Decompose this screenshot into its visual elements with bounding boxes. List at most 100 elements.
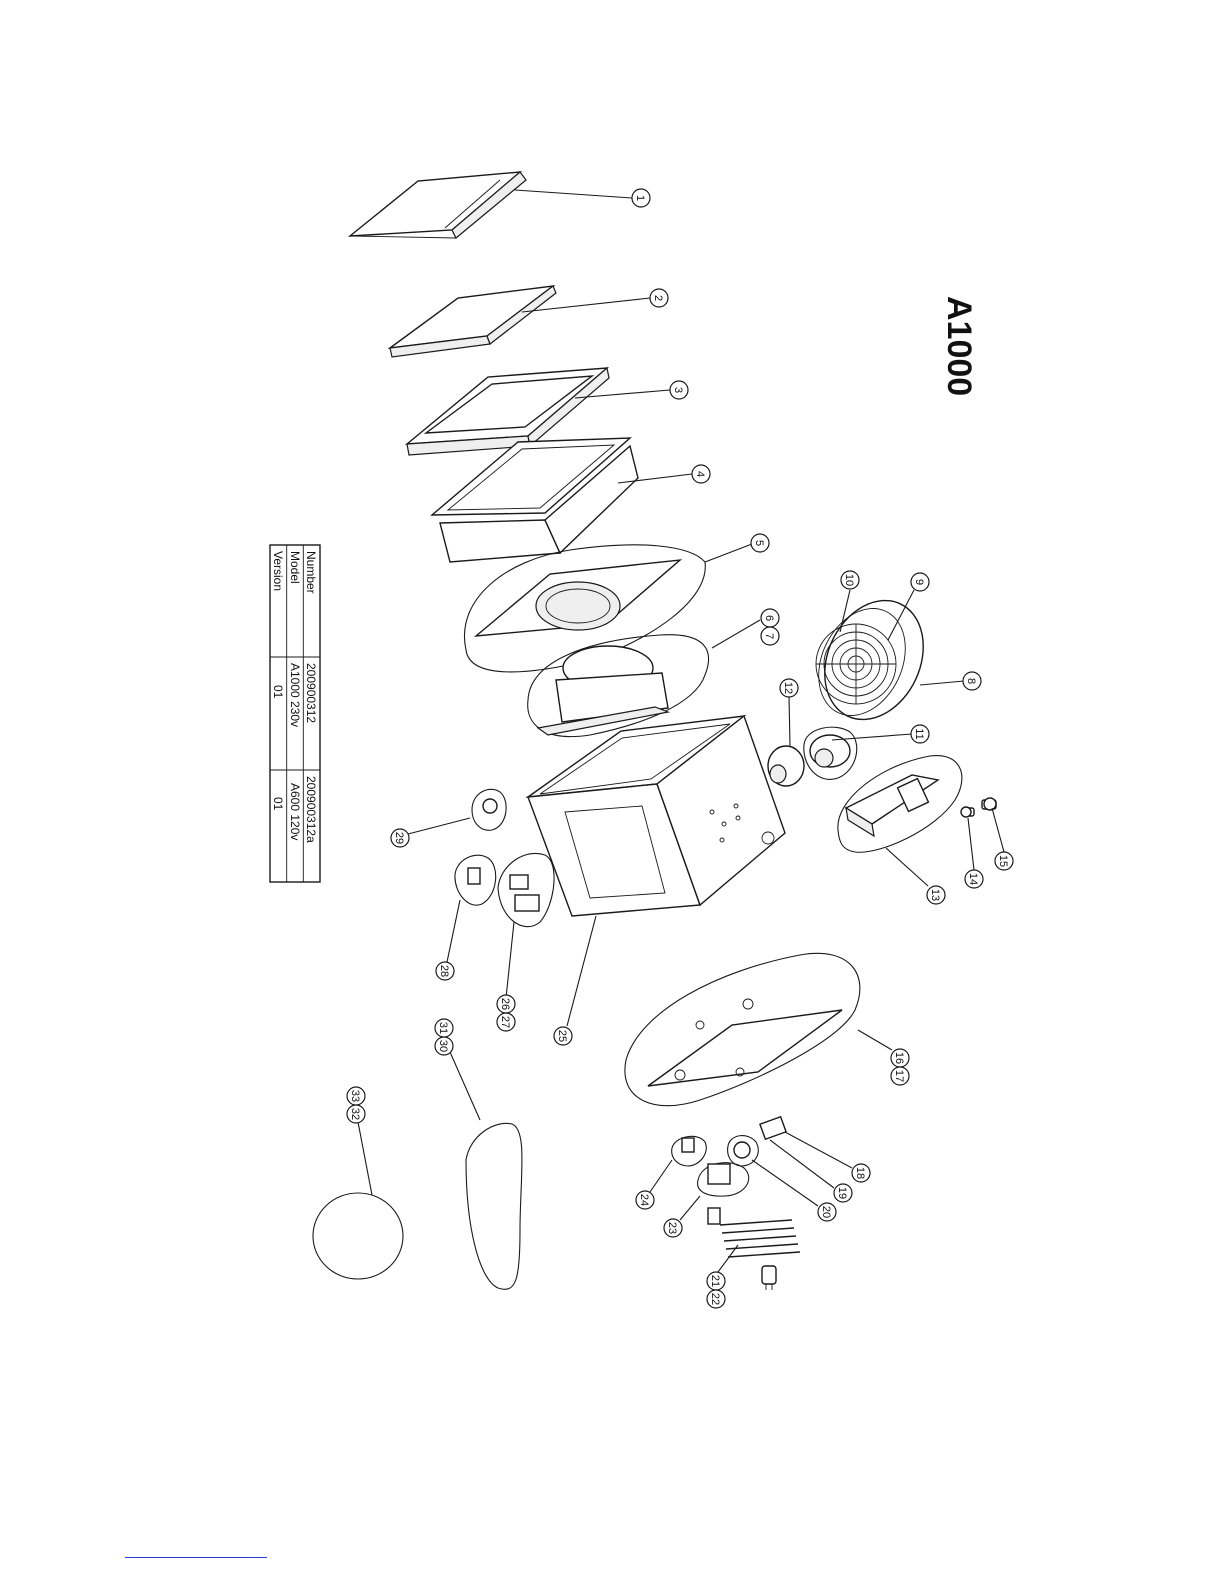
svg-text:6: 6 bbox=[763, 615, 775, 621]
callout-21: 21 bbox=[707, 1272, 725, 1290]
svg-text:10: 10 bbox=[843, 574, 855, 586]
callout-16: 16 bbox=[891, 1049, 909, 1067]
part-26-hinge bbox=[498, 853, 554, 926]
svg-text:14: 14 bbox=[967, 873, 979, 885]
callout-4: 4 bbox=[692, 465, 710, 483]
part-15-fitting bbox=[982, 798, 996, 810]
svg-text:19: 19 bbox=[836, 1187, 848, 1199]
svg-text:2: 2 bbox=[652, 295, 664, 301]
svg-text:13: 13 bbox=[929, 889, 941, 901]
callout-13: 13 bbox=[927, 886, 945, 904]
part-29-knob bbox=[472, 789, 506, 830]
svg-text:30: 30 bbox=[437, 1040, 449, 1052]
part-2-filter-pad bbox=[390, 286, 556, 357]
callout-25: 25 bbox=[554, 1027, 572, 1045]
part-21-heater-element bbox=[720, 1220, 800, 1257]
svg-text:16: 16 bbox=[893, 1052, 905, 1064]
part-11-motor bbox=[804, 727, 857, 779]
callout-28: 28 bbox=[436, 962, 454, 980]
callout-33: 33 bbox=[347, 1087, 365, 1105]
part-12-motor bbox=[768, 746, 804, 786]
callout-14: 14 bbox=[965, 870, 983, 888]
footer-rule bbox=[125, 1557, 267, 1558]
part-18-connector bbox=[760, 1117, 786, 1140]
svg-text:28: 28 bbox=[438, 965, 450, 977]
callout-31: 31 bbox=[435, 1019, 453, 1037]
part-16-base-plate bbox=[625, 953, 860, 1105]
part-23-socket bbox=[698, 1163, 749, 1224]
svg-text:32: 32 bbox=[349, 1108, 361, 1120]
svg-text:12: 12 bbox=[782, 682, 794, 694]
part-22-power-plug bbox=[762, 1266, 776, 1290]
svg-text:26: 26 bbox=[499, 998, 511, 1010]
callout-7: 7 bbox=[761, 627, 779, 645]
callout-26: 26 bbox=[497, 995, 515, 1013]
part-30-gasket bbox=[466, 1123, 522, 1289]
callout-24: 24 bbox=[636, 1191, 654, 1209]
callout-11: 11 bbox=[911, 725, 929, 743]
part-28-latch bbox=[455, 855, 496, 905]
table-cell: 200900312a bbox=[304, 776, 318, 843]
callout-12: 12 bbox=[780, 679, 798, 697]
svg-text:31: 31 bbox=[437, 1022, 449, 1034]
table-cell: 200900312 bbox=[304, 663, 318, 723]
callout-32: 32 bbox=[347, 1105, 365, 1123]
callout-15: 15 bbox=[995, 852, 1013, 870]
callout-1: 1 bbox=[632, 189, 650, 207]
callout-8: 8 bbox=[963, 672, 981, 690]
part-13-bracket bbox=[838, 756, 962, 853]
svg-text:1: 1 bbox=[634, 195, 646, 201]
svg-text:21: 21 bbox=[709, 1275, 721, 1287]
part-8-fan-ring bbox=[802, 584, 942, 735]
part-25-cabinet bbox=[528, 716, 785, 916]
svg-text:18: 18 bbox=[854, 1167, 866, 1179]
part-6-fan-housing bbox=[528, 635, 709, 737]
svg-text:25: 25 bbox=[556, 1030, 568, 1042]
callout-27: 27 bbox=[497, 1013, 515, 1031]
table-header-number: Number bbox=[304, 551, 318, 594]
callout-20: 20 bbox=[818, 1203, 836, 1221]
part-24-switch bbox=[672, 1136, 707, 1166]
callout-6: 6 bbox=[761, 609, 779, 627]
table-header-version: Version bbox=[271, 551, 285, 591]
svg-text:20: 20 bbox=[820, 1206, 832, 1218]
callout-17: 17 bbox=[891, 1067, 909, 1085]
svg-text:8: 8 bbox=[965, 678, 977, 684]
svg-text:7: 7 bbox=[763, 633, 775, 639]
part-10-fan-guard bbox=[816, 624, 896, 704]
callout-9: 9 bbox=[911, 573, 929, 591]
svg-text:33: 33 bbox=[349, 1090, 361, 1102]
callout-3: 3 bbox=[670, 381, 688, 399]
svg-text:24: 24 bbox=[638, 1194, 650, 1206]
svg-text:27: 27 bbox=[499, 1016, 511, 1028]
svg-text:3: 3 bbox=[672, 387, 684, 393]
svg-text:11: 11 bbox=[913, 728, 925, 739]
svg-text:23: 23 bbox=[666, 1222, 678, 1234]
callout-5: 5 bbox=[751, 534, 769, 552]
svg-text:4: 4 bbox=[694, 471, 706, 477]
callout-29: 29 bbox=[391, 829, 409, 847]
part-32-disc bbox=[313, 1193, 403, 1279]
table-cell: A600 120v bbox=[288, 783, 302, 840]
callout-19: 19 bbox=[834, 1184, 852, 1202]
callout-18: 18 bbox=[852, 1164, 870, 1182]
svg-text:17: 17 bbox=[893, 1070, 905, 1082]
callout-10: 10 bbox=[841, 571, 859, 589]
callout-23: 23 bbox=[664, 1219, 682, 1237]
part-1-lid bbox=[350, 172, 526, 238]
part-14-fitting bbox=[961, 807, 974, 817]
svg-text:29: 29 bbox=[393, 832, 405, 844]
parts-table: Number Model Version 200900312 A1000 230… bbox=[270, 545, 320, 882]
diagram-title: A1000 bbox=[940, 296, 978, 396]
svg-text:9: 9 bbox=[913, 579, 925, 585]
table-header-model: Model bbox=[288, 551, 302, 584]
svg-text:5: 5 bbox=[753, 540, 765, 546]
callout-2: 2 bbox=[650, 289, 668, 307]
svg-text:15: 15 bbox=[997, 855, 1009, 867]
svg-text:22: 22 bbox=[709, 1293, 721, 1305]
table-cell: A1000 230v bbox=[288, 663, 302, 727]
table-cell: 01 bbox=[271, 685, 285, 699]
part-4-filter-box bbox=[432, 438, 638, 562]
callout-22: 22 bbox=[707, 1290, 725, 1308]
